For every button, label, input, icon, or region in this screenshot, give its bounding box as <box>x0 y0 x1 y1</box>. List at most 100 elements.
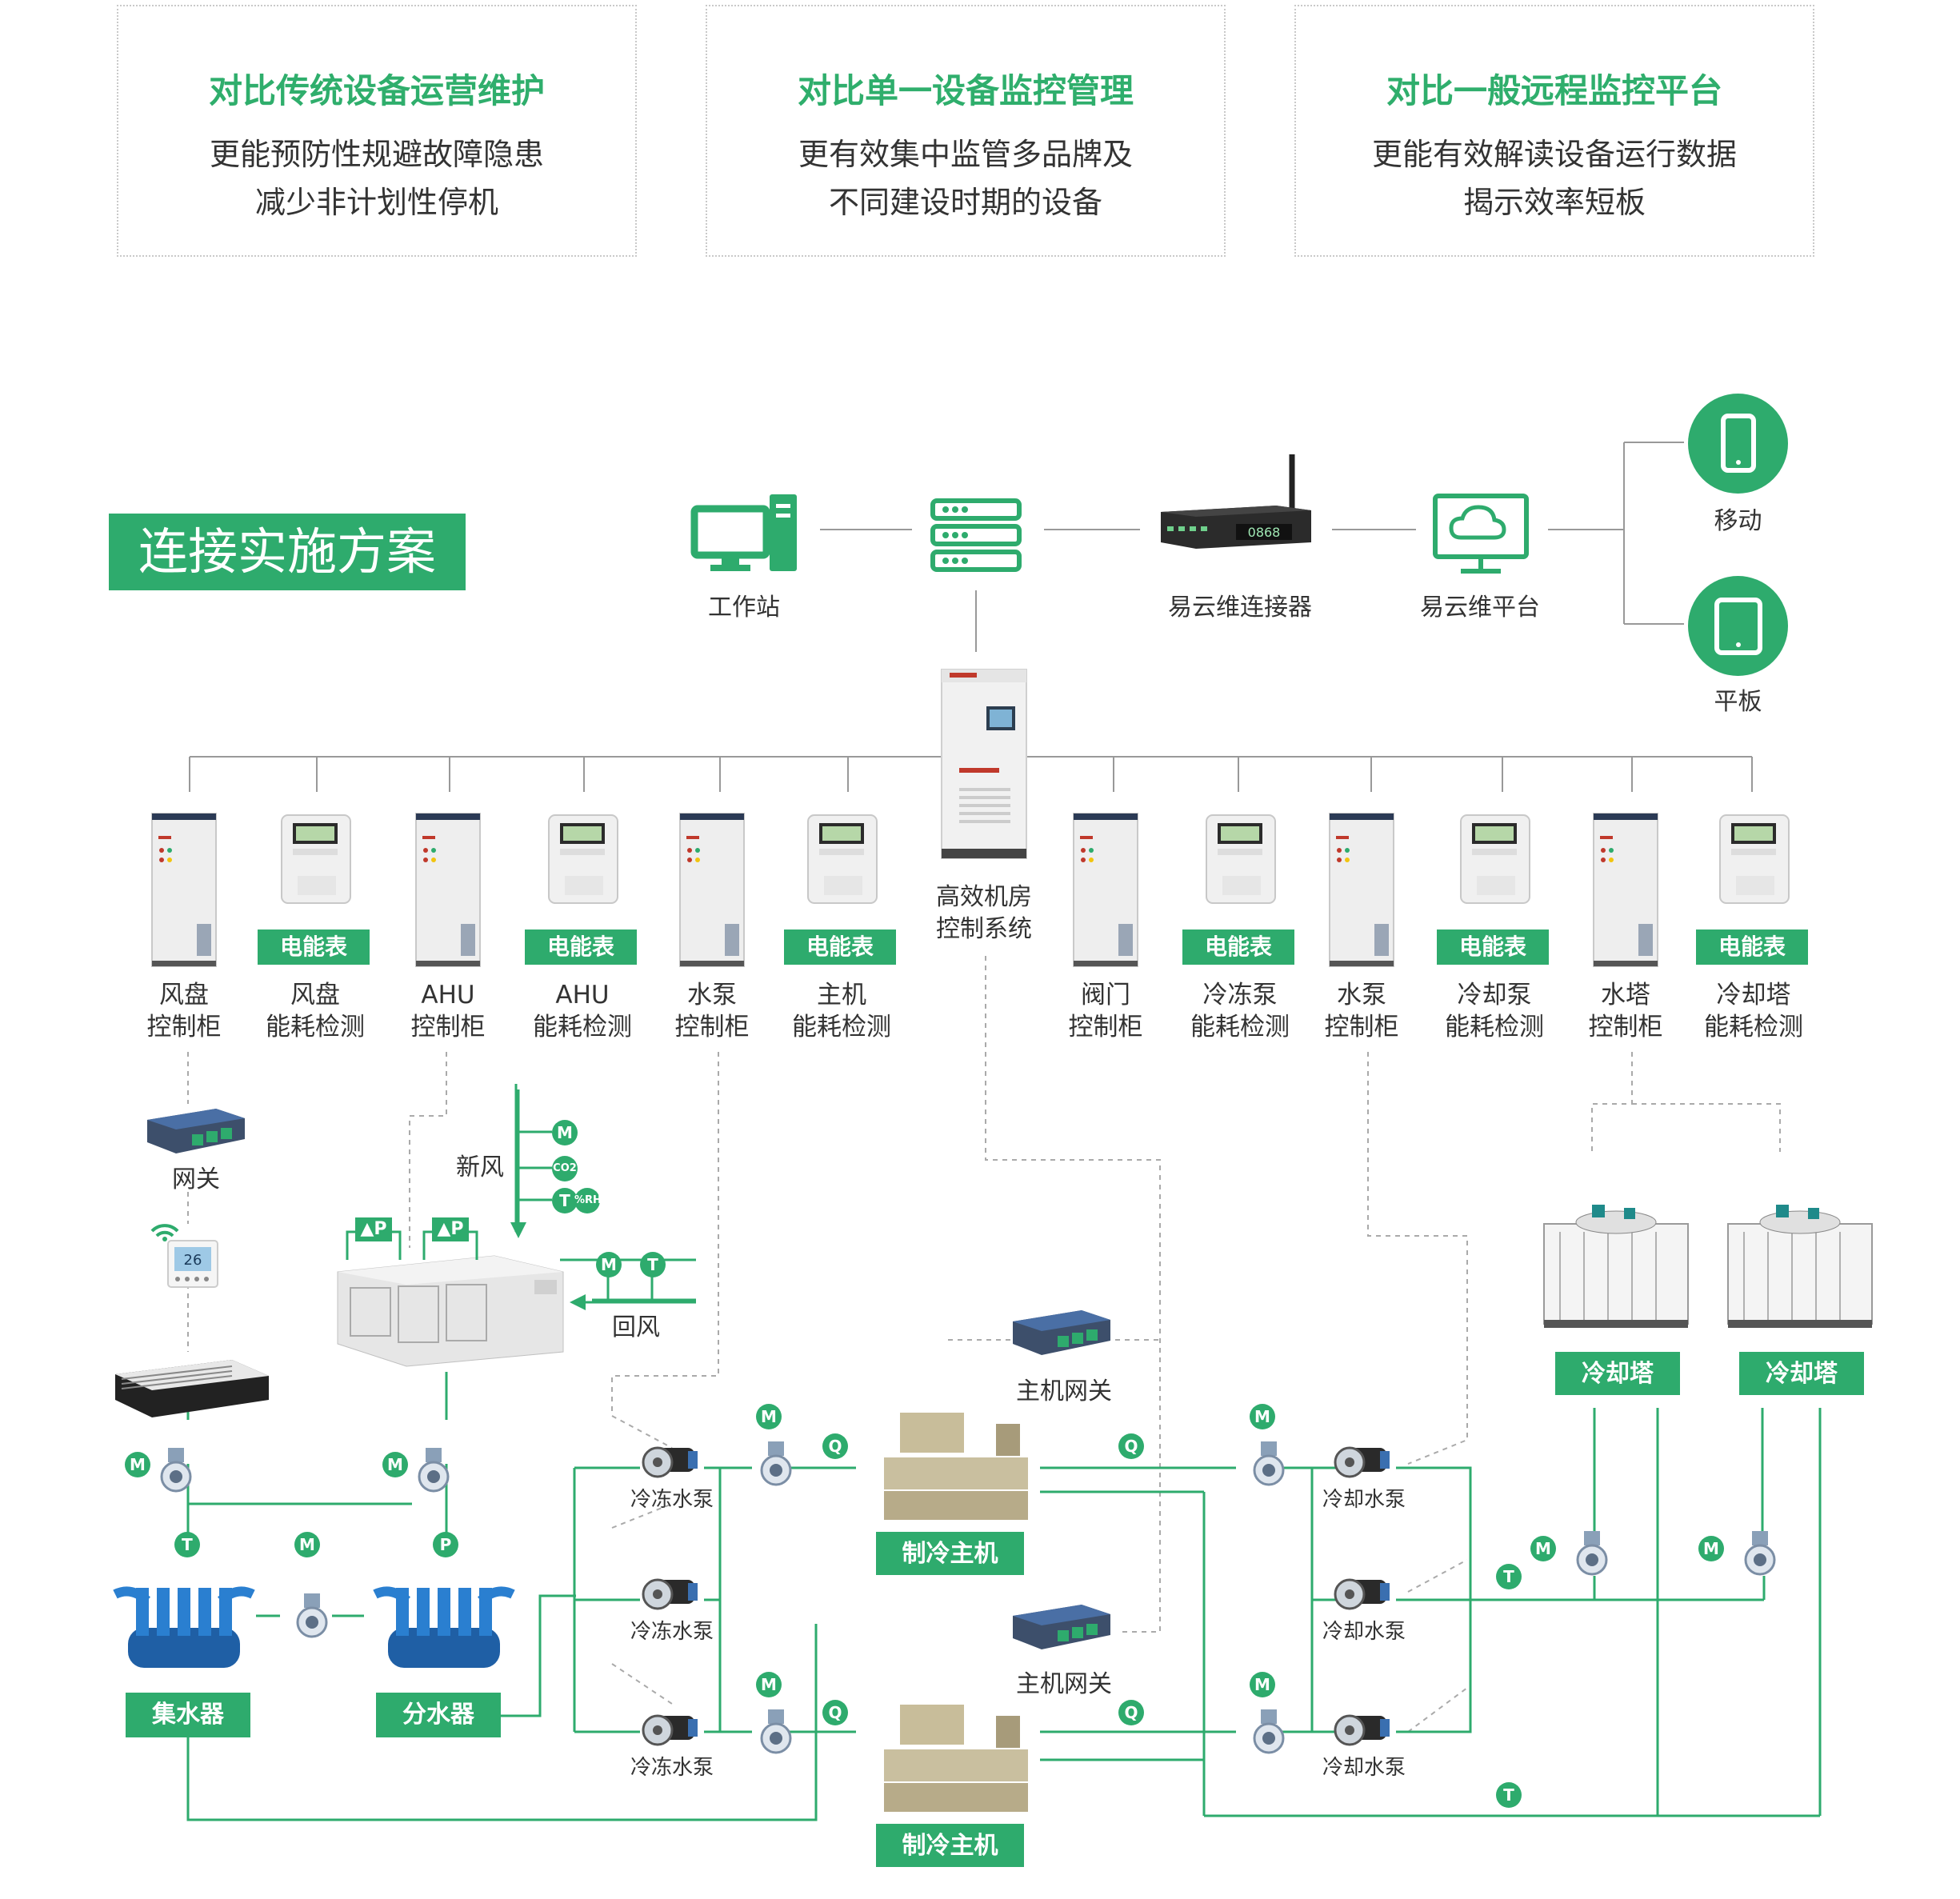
tablet-circle[interactable] <box>1688 576 1788 676</box>
motorized-valve[interactable] <box>1736 1529 1784 1577</box>
plan-title-banner: 连接实施方案 <box>109 514 466 590</box>
connector-display: 0868 <box>1248 525 1281 540</box>
sensor-co2-marker: CO2 <box>552 1156 578 1181</box>
motorized-valve[interactable] <box>410 1446 458 1494</box>
chiller-gateway-device-2[interactable] <box>1010 1600 1114 1656</box>
chiller-badge: 制冷主机 <box>876 1824 1024 1867</box>
controller-label: 高效机房 控制系统 <box>936 883 1032 943</box>
control-cabinet[interactable] <box>1592 812 1659 968</box>
water-pump[interactable] <box>1332 1572 1396 1616</box>
energy-meter[interactable] <box>546 812 622 908</box>
control-cabinet[interactable] <box>150 812 218 968</box>
energy-meter[interactable] <box>1717 812 1794 908</box>
card-line: 不同建设时期的设备 <box>828 185 1102 220</box>
sensor-q-marker: Q <box>1118 1433 1144 1459</box>
motorized-valve[interactable] <box>288 1592 336 1640</box>
card-title: 对比一般远程监控平台 <box>1386 71 1722 110</box>
dp-sensor-2: ▲P <box>432 1217 469 1241</box>
cooling-tower-unit <box>1727 1205 1873 1328</box>
chiller-gateway-label-2: 主机网关 <box>1016 1670 1112 1698</box>
workstation-label: 工作站 <box>708 594 780 622</box>
sensor-p-marker: P <box>433 1532 458 1557</box>
sensor-q-marker: Q <box>822 1700 848 1725</box>
sensor-m-marker: M <box>1530 1536 1556 1561</box>
device-label: 水泵 控制柜 <box>1324 981 1399 1041</box>
control-cabinet[interactable] <box>678 812 746 968</box>
card-title: 对比单一设备监控管理 <box>797 71 1134 110</box>
motorized-valve[interactable] <box>1245 1440 1293 1488</box>
sensor-m-marker: M <box>125 1452 150 1477</box>
gateway-label: 网关 <box>172 1165 220 1193</box>
water-pump[interactable] <box>640 1708 704 1752</box>
cloud-platform-icon[interactable] <box>1429 490 1533 578</box>
card-body: 更有效集中监管多品牌及 不同建设时期的设备 <box>707 130 1224 226</box>
sensor-m-marker: M <box>756 1672 782 1697</box>
meter-badge: 电能表 <box>1437 930 1549 965</box>
cooling-tower-badge: 冷却塔 <box>1739 1352 1864 1395</box>
meter-badge: 电能表 <box>258 930 370 965</box>
server-icon[interactable] <box>928 498 1024 574</box>
sensor-t-marker: T <box>174 1532 200 1557</box>
central-controller-cabinet[interactable] <box>940 668 1028 860</box>
pump-label: 冷冻水泵 <box>630 1756 714 1780</box>
collector-badge: 集水器 <box>126 1693 250 1737</box>
energy-meter[interactable] <box>805 812 882 908</box>
motorized-valve[interactable] <box>152 1446 200 1494</box>
pump-label: 冷却水泵 <box>1322 1620 1406 1644</box>
device-label: 风盘 能耗检测 <box>266 981 365 1041</box>
chiller-badge: 制冷主机 <box>876 1532 1024 1575</box>
pump-label: 冷却水泵 <box>1322 1488 1406 1512</box>
water-pump[interactable] <box>640 1440 704 1484</box>
energy-meter[interactable] <box>1458 812 1534 908</box>
ahu-unit <box>337 1255 564 1367</box>
card-line: 更能预防性规避故障隐患 <box>209 137 544 172</box>
card-remote-platform: 对比一般远程监控平台 更能有效解读设备运行数据 揭示效率短板 <box>1294 5 1814 257</box>
mobile-circle[interactable] <box>1688 394 1788 494</box>
distributor-badge: 分水器 <box>376 1693 501 1737</box>
sensor-q-marker: Q <box>1118 1700 1144 1725</box>
motorized-valve[interactable] <box>1568 1529 1616 1577</box>
sensor-m-marker: M <box>1250 1404 1275 1429</box>
card-body: 更能预防性规避故障隐患 减少非计划性停机 <box>118 130 635 226</box>
device-label: AHU 能耗检测 <box>533 981 632 1041</box>
meter-badge: 电能表 <box>525 930 637 965</box>
chiller-gateway-device-1[interactable] <box>1010 1305 1114 1361</box>
workstation-icon[interactable] <box>690 490 802 578</box>
chiller-unit[interactable] <box>876 1408 1036 1528</box>
motorized-valve[interactable] <box>1245 1708 1293 1756</box>
control-cabinet[interactable] <box>1072 812 1139 968</box>
water-pump[interactable] <box>640 1572 704 1616</box>
connector-label: 易云维连接器 <box>1168 594 1312 622</box>
sensor-q-marker: Q <box>822 1433 848 1459</box>
energy-meter[interactable] <box>278 812 355 908</box>
thermostat-device[interactable]: 26 <box>144 1220 224 1292</box>
sensor-t-marker: T <box>552 1188 578 1213</box>
device-label: 冷却塔 能耗检测 <box>1704 981 1803 1041</box>
meter-badge: 电能表 <box>784 930 896 965</box>
sensor-m-marker: M <box>1698 1536 1724 1561</box>
sensor-m-marker: M <box>1250 1672 1275 1697</box>
fan-coil-unit <box>115 1360 269 1417</box>
card-line: 减少非计划性停机 <box>254 185 498 220</box>
card-line: 揭示效率短板 <box>1462 185 1646 220</box>
connector-device[interactable]: 0868 <box>1156 448 1316 552</box>
sensor-m-marker: M <box>756 1404 782 1429</box>
sensor-m-marker: M <box>596 1252 622 1277</box>
water-pump[interactable] <box>1332 1440 1396 1484</box>
gateway-device[interactable] <box>144 1104 248 1160</box>
motorized-valve[interactable] <box>752 1440 800 1488</box>
card-title: 对比传统设备运营维护 <box>208 71 545 110</box>
sensor-m-marker: M <box>552 1120 578 1145</box>
card-traditional: 对比传统设备运营维护 更能预防性规避故障隐患 减少非计划性停机 <box>117 5 637 257</box>
control-cabinet[interactable] <box>414 812 482 968</box>
sensor-rh-marker: %RH <box>574 1188 602 1213</box>
motorized-valve[interactable] <box>752 1708 800 1756</box>
energy-meter[interactable] <box>1203 812 1280 908</box>
card-single-device: 对比单一设备监控管理 更有效集中监管多品牌及 不同建设时期的设备 <box>706 5 1226 257</box>
device-label: 风盘 控制柜 <box>146 981 222 1041</box>
chiller-unit[interactable] <box>876 1700 1036 1820</box>
return-air-label: 回风 <box>612 1313 660 1341</box>
control-cabinet[interactable] <box>1328 812 1395 968</box>
water-pump[interactable] <box>1332 1708 1396 1752</box>
sensor-t-marker: T <box>640 1252 666 1277</box>
